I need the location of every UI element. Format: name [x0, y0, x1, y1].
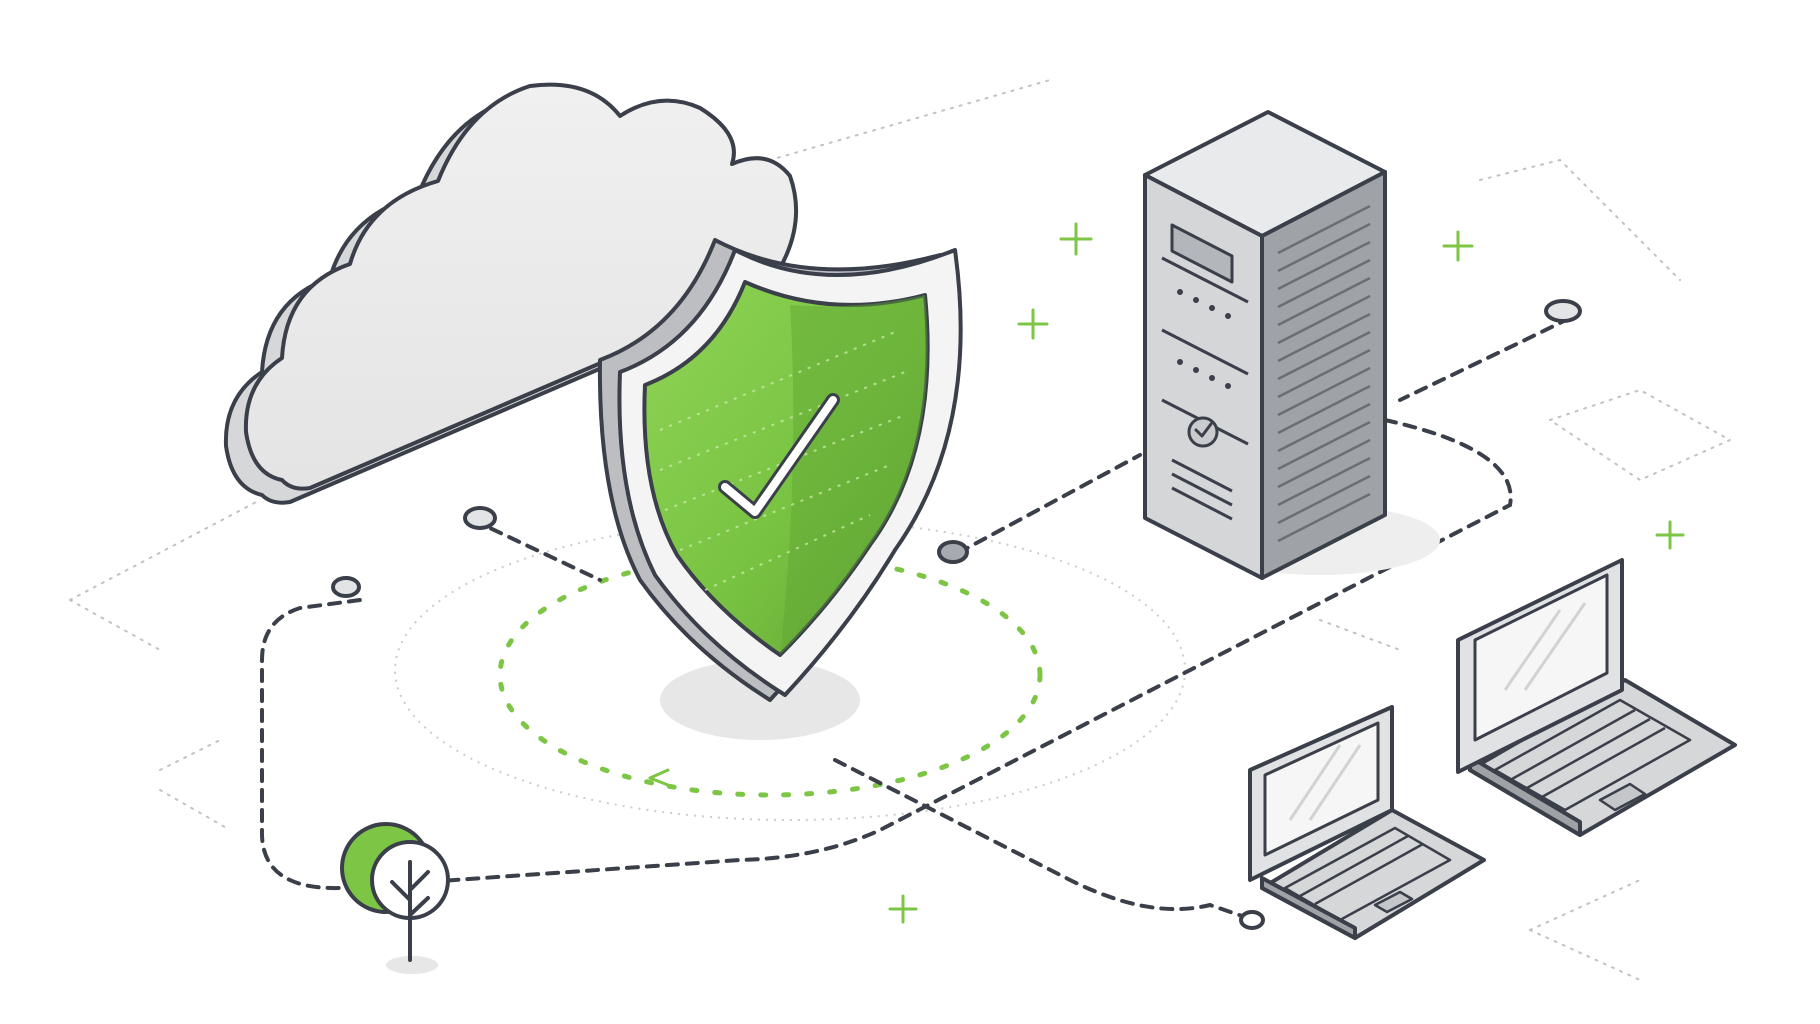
shield-check-icon [597, 238, 963, 702]
green-ring [497, 552, 1043, 798]
connection-nodes [331, 299, 1582, 930]
server-vent [1277, 204, 1371, 543]
server-leds [1177, 289, 1231, 389]
shield-hatch [659, 329, 911, 591]
keyboard [1283, 826, 1452, 922]
orbit-ellipse [394, 519, 1186, 821]
node-bottom [1239, 910, 1265, 930]
connection-lines [259, 316, 1572, 920]
node-right [1544, 299, 1582, 323]
keyboard [1493, 698, 1692, 812]
shield-shadow [660, 660, 860, 740]
tree-icon [340, 822, 450, 974]
plus-sparkle-icon [888, 222, 1685, 924]
node-center [937, 540, 969, 564]
laptop-icon-large [1456, 558, 1737, 837]
node-left-upper [463, 506, 497, 530]
laptop-icon-small [1248, 705, 1486, 940]
server-badge-icon [1187, 416, 1219, 448]
server-tower-icon [1143, 110, 1387, 580]
node-left-lower [331, 576, 361, 598]
